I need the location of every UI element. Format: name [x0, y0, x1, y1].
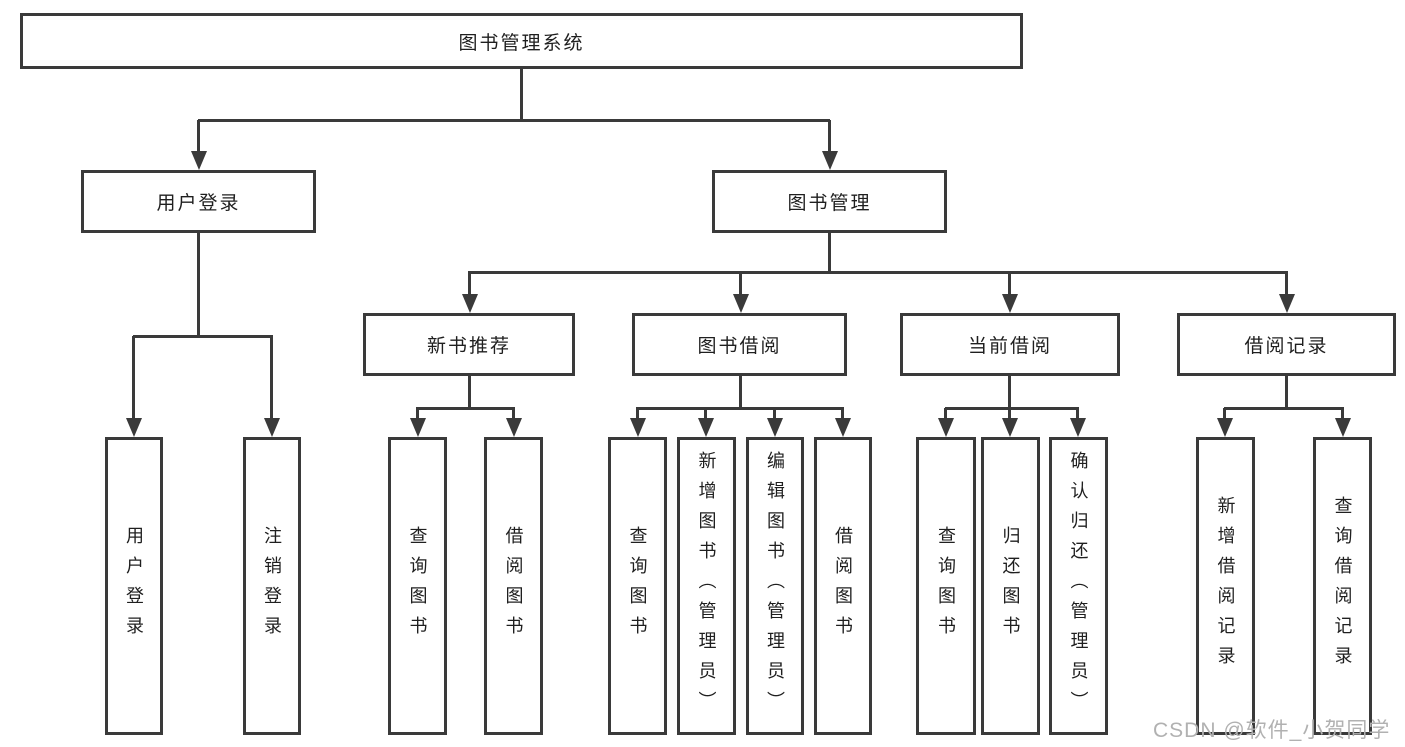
- arrow-to-borrow-record: [1278, 272, 1295, 313]
- leaf-nb-borrow-book-label: 借阅图书: [503, 526, 524, 646]
- connector-book-borrow-stem: [739, 376, 742, 410]
- leaf-cb-query-book-label: 查询图书: [936, 526, 956, 646]
- connector-new-book-rail: [416, 407, 515, 410]
- arrow-to-new-book: [461, 272, 478, 313]
- leaf-bb-add-book: 新增图书（管理员）: [677, 437, 736, 735]
- leaf-cb-return-book-label: 归还图书: [1000, 526, 1021, 646]
- node-user-login: 用户登录: [81, 170, 316, 233]
- arrow-to-cb-query: [937, 408, 954, 437]
- arrow-to-user-login: [190, 120, 207, 170]
- node-book-management-label: 图书管理: [787, 193, 872, 214]
- leaf-bb-borrow-book: 借阅图书: [814, 437, 872, 735]
- node-borrow-record-label: 借阅记录: [1244, 336, 1329, 357]
- connector-current-borrow-stem: [1008, 376, 1011, 410]
- arrow-to-cb-return: [1001, 408, 1018, 437]
- arrow-to-leaf-logout: [263, 336, 280, 437]
- node-new-book-recommend: 新书推荐: [363, 313, 575, 376]
- leaf-user-login-label: 用户登录: [124, 526, 144, 646]
- node-book-management: 图书管理: [712, 170, 947, 233]
- leaf-br-add-record-label: 新增借阅记录: [1215, 496, 1236, 676]
- connector-book-borrow-rail: [636, 407, 844, 410]
- leaf-bb-add-book-label: 新增图书（管理员）: [696, 451, 717, 721]
- leaf-user-login: 用户登录: [105, 437, 163, 735]
- arrow-to-bb-edit: [766, 408, 783, 437]
- leaf-cb-confirm-return: 确认归还（管理员）: [1049, 437, 1108, 735]
- connector-user-login-rail: [133, 335, 273, 338]
- connector-current-borrow-rail: [945, 407, 1079, 410]
- leaf-bb-edit-book-label: 编辑图书（管理员）: [765, 451, 785, 721]
- node-root: 图书管理系统: [20, 13, 1023, 69]
- arrow-to-bb-add: [697, 408, 714, 437]
- connector-user-login-stem: [197, 233, 200, 338]
- arrow-to-leaf-user-login: [125, 336, 142, 437]
- leaf-nb-borrow-book: 借阅图书: [484, 437, 543, 735]
- leaf-cb-return-book: 归还图书: [981, 437, 1040, 735]
- leaf-cb-query-book: 查询图书: [916, 437, 976, 735]
- arrow-to-br-add: [1216, 408, 1233, 437]
- leaf-bb-edit-book: 编辑图书（管理员）: [746, 437, 804, 735]
- arrow-to-nb-query: [409, 408, 426, 437]
- connector-borrow-record-stem: [1285, 375, 1288, 410]
- arrow-to-nb-borrow: [505, 408, 522, 437]
- leaf-nb-query-book: 查询图书: [388, 437, 447, 735]
- node-current-borrow-label: 当前借阅: [967, 336, 1052, 357]
- leaf-bb-query-book: 查询图书: [608, 437, 667, 735]
- connector-new-book-stem: [468, 375, 471, 410]
- connector-root-stem: [520, 68, 523, 122]
- node-book-borrow: 图书借阅: [632, 313, 847, 376]
- leaf-bb-borrow-book-label: 借阅图书: [833, 526, 853, 646]
- arrow-to-current-borrow: [1001, 272, 1018, 313]
- csdn-watermark: CSDN @软件_小贺同学: [1153, 719, 1391, 742]
- arrow-to-book-borrow: [732, 272, 749, 313]
- node-root-label: 图书管理系统: [458, 32, 585, 54]
- arrow-to-book-management: [821, 120, 838, 170]
- leaf-br-query-record: 查询借阅记录: [1313, 437, 1372, 735]
- connector-book-mgmt-stem: [828, 233, 831, 274]
- node-borrow-record: 借阅记录: [1177, 313, 1396, 376]
- node-new-book-recommend-label: 新书推荐: [426, 336, 511, 357]
- leaf-br-query-record-label: 查询借阅记录: [1332, 496, 1353, 676]
- connector-level3-rail: [468, 271, 1288, 274]
- arrow-to-bb-query: [629, 408, 646, 437]
- leaf-bb-query-book-label: 查询图书: [627, 526, 648, 646]
- arrow-to-cb-confirm: [1069, 408, 1086, 437]
- node-user-login-label: 用户登录: [156, 193, 241, 214]
- leaf-nb-query-book-label: 查询图书: [407, 526, 428, 646]
- node-book-borrow-label: 图书借阅: [697, 336, 782, 357]
- leaf-cb-confirm-return-label: 确认归还（管理员）: [1068, 451, 1089, 721]
- connector-borrow-record-rail: [1224, 407, 1344, 410]
- leaf-br-add-record: 新增借阅记录: [1196, 437, 1255, 735]
- leaf-logout-label: 注销登录: [262, 526, 282, 646]
- arrow-to-br-query: [1334, 408, 1351, 437]
- node-current-borrow: 当前借阅: [900, 313, 1120, 376]
- arrow-to-bb-borrow: [834, 408, 851, 437]
- leaf-logout: 注销登录: [243, 437, 301, 735]
- connector-level2-rail: [198, 119, 830, 122]
